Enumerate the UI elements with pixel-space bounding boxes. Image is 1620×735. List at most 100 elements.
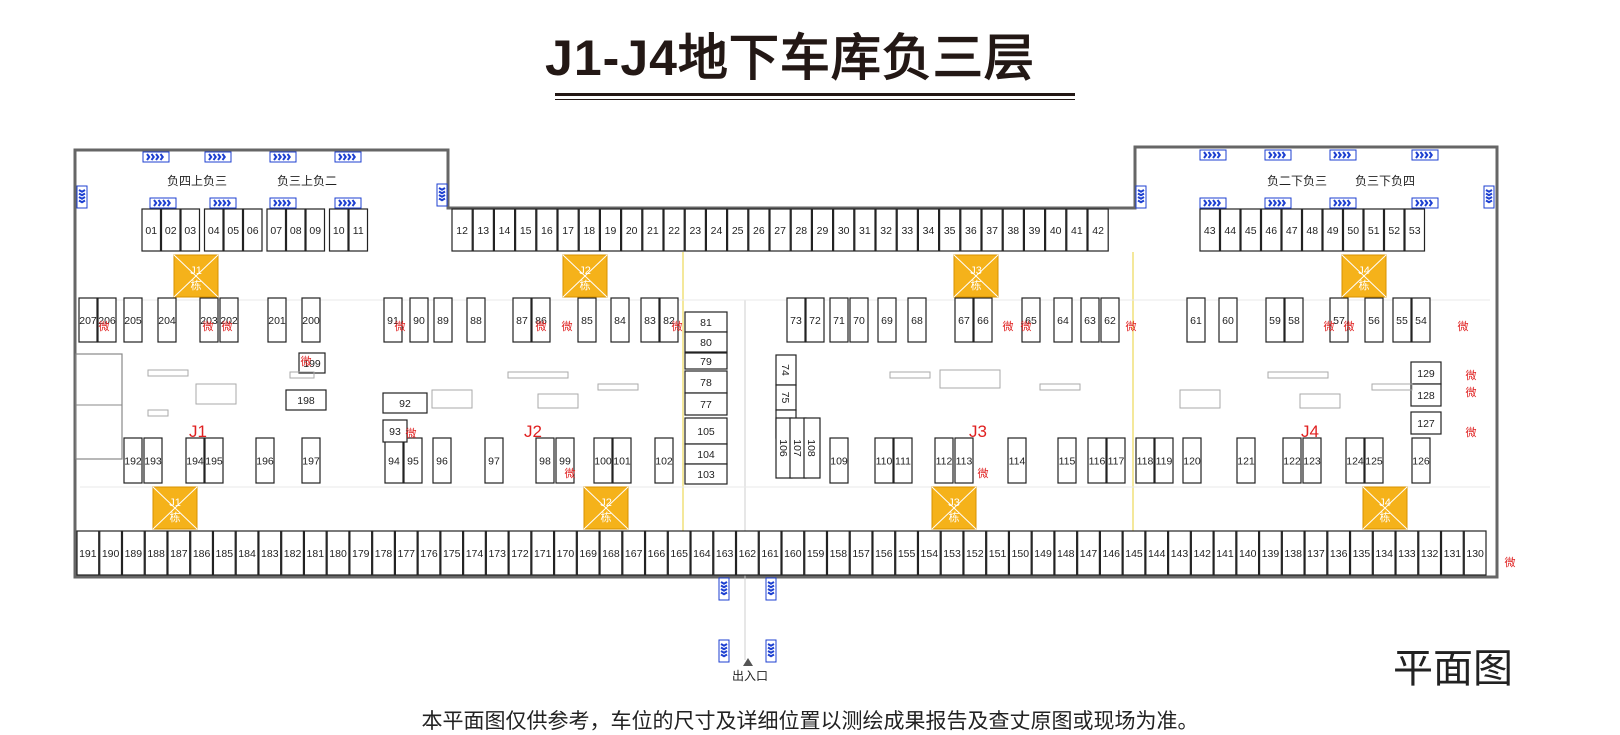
- stall-bottom-189: 189: [121, 530, 145, 576]
- stall-number: 92: [399, 398, 411, 410]
- stall-box: [303, 530, 327, 576]
- core-suffix: 栋: [170, 510, 181, 524]
- stall-upper-63: 63: [1080, 297, 1100, 343]
- micro-marker: 微: [406, 426, 417, 440]
- stall-vertical-128: 128: [1410, 383, 1442, 407]
- stall-number: 09: [309, 225, 321, 237]
- ramp-marker: [142, 151, 170, 163]
- stall-number: 42: [1092, 225, 1104, 237]
- stall-bottom-151: 151: [986, 530, 1010, 576]
- ramp-chevron: [273, 153, 278, 161]
- stall-top-14: 14: [493, 208, 516, 252]
- micro-marker: 微: [99, 319, 110, 333]
- stall-box: [1190, 530, 1214, 576]
- ramp-chevron: [286, 199, 291, 207]
- stall-number: 108: [805, 439, 817, 457]
- micro-marker: 微: [1003, 319, 1014, 333]
- stall-box: [1099, 530, 1123, 576]
- ramp-chevron: [720, 584, 728, 589]
- stall-lower-110: 110: [874, 437, 894, 484]
- ramp-chevron: [767, 584, 775, 589]
- stall-box: [97, 297, 117, 343]
- stall-number: 201: [268, 315, 286, 327]
- ramp-chevron: [720, 650, 728, 654]
- ramp-chevron: [213, 199, 218, 207]
- stall-box: [1154, 437, 1174, 484]
- stall-number: 10: [333, 225, 345, 237]
- ramp-box: [1135, 185, 1147, 209]
- stall-number: 200: [302, 315, 320, 327]
- stall-number: 35: [944, 225, 956, 237]
- stall-vertical-79: 79: [684, 352, 728, 370]
- core-bottom-J2: J2栋: [583, 486, 629, 530]
- stall-number: 57: [1333, 315, 1345, 327]
- stall-number: 02: [165, 225, 177, 237]
- ramp-box: [204, 151, 232, 163]
- stall-top-07: 07: [266, 208, 287, 252]
- ramp-chevron: [1137, 189, 1145, 193]
- stall-number: 43: [1204, 225, 1216, 237]
- stall-number: 169: [579, 548, 597, 560]
- stall-upper-73: 73: [786, 297, 806, 343]
- building-label-J3: J3: [969, 422, 987, 441]
- stall-number: 168: [602, 548, 620, 560]
- stall-top-20: 20: [620, 208, 643, 252]
- stall-box: [219, 297, 239, 343]
- stall-top-27: 27: [769, 208, 791, 252]
- stall-top-02: 02: [160, 208, 181, 252]
- interior-wall: [597, 383, 639, 391]
- stall-number: 21: [647, 225, 659, 237]
- stall-upper-68: 68: [907, 297, 927, 343]
- stall-box: [394, 530, 418, 576]
- ramp-marker: [765, 639, 777, 663]
- core-bottom-J4: J4栋: [1362, 486, 1408, 530]
- stall-box: [514, 208, 537, 252]
- stall-number: 171: [534, 548, 552, 560]
- core-top-J2: J2栋: [562, 254, 608, 298]
- stall-box: [895, 530, 919, 576]
- stall-number: 112: [936, 456, 953, 468]
- stall-number: 95: [407, 456, 419, 468]
- core-suffix: 栋: [580, 278, 591, 292]
- stall-number: 83: [644, 315, 656, 327]
- stall-number: 47: [1286, 225, 1298, 237]
- ramp-box: [436, 183, 448, 207]
- stall-box: [1080, 297, 1100, 343]
- stall-box: [790, 208, 813, 252]
- stall-number: 61: [1190, 315, 1202, 327]
- stall-vertical-81: 81: [684, 311, 728, 333]
- stall-number: 174: [466, 548, 484, 560]
- stall-vertical-105: 105: [684, 417, 728, 445]
- ramp-chevron: [767, 588, 775, 592]
- stall-number: 150: [1012, 548, 1030, 560]
- ramp-chevron: [351, 153, 356, 161]
- ramp-chevron: [273, 199, 278, 207]
- stall-number: 142: [1193, 548, 1211, 560]
- ramp-box: [1483, 185, 1495, 209]
- micro-marker: 微: [562, 319, 573, 333]
- stall-top-30: 30: [832, 208, 855, 252]
- stall-box: [940, 530, 964, 576]
- stall-bottom-140: 140: [1236, 530, 1260, 576]
- stall-number: 56: [1368, 315, 1380, 327]
- stall-box: [348, 208, 369, 252]
- stall-box: [1363, 208, 1385, 252]
- stall-number: 70: [853, 315, 865, 327]
- stall-bottom-141: 141: [1213, 530, 1237, 576]
- ramp-label-left-a: 负四上负三: [167, 174, 227, 188]
- core-cross: [1362, 486, 1408, 530]
- stall-box: [934, 437, 954, 484]
- micro-marker: 微: [978, 466, 989, 480]
- ramp-marker: [1411, 197, 1439, 209]
- interior-wall: [195, 383, 237, 405]
- micro-marker: 微: [1466, 368, 1477, 382]
- stall-number: 190: [102, 548, 120, 560]
- stall-number: 01: [145, 225, 157, 237]
- stall-box: [1087, 208, 1109, 252]
- core-top-J3: J3栋: [953, 254, 999, 298]
- ramp-box: [1411, 149, 1439, 161]
- stall-upper-85: 85: [577, 297, 597, 343]
- stall-box: [1100, 297, 1120, 343]
- stall-bottom-130: 130: [1463, 530, 1487, 576]
- stall-box: [255, 437, 275, 484]
